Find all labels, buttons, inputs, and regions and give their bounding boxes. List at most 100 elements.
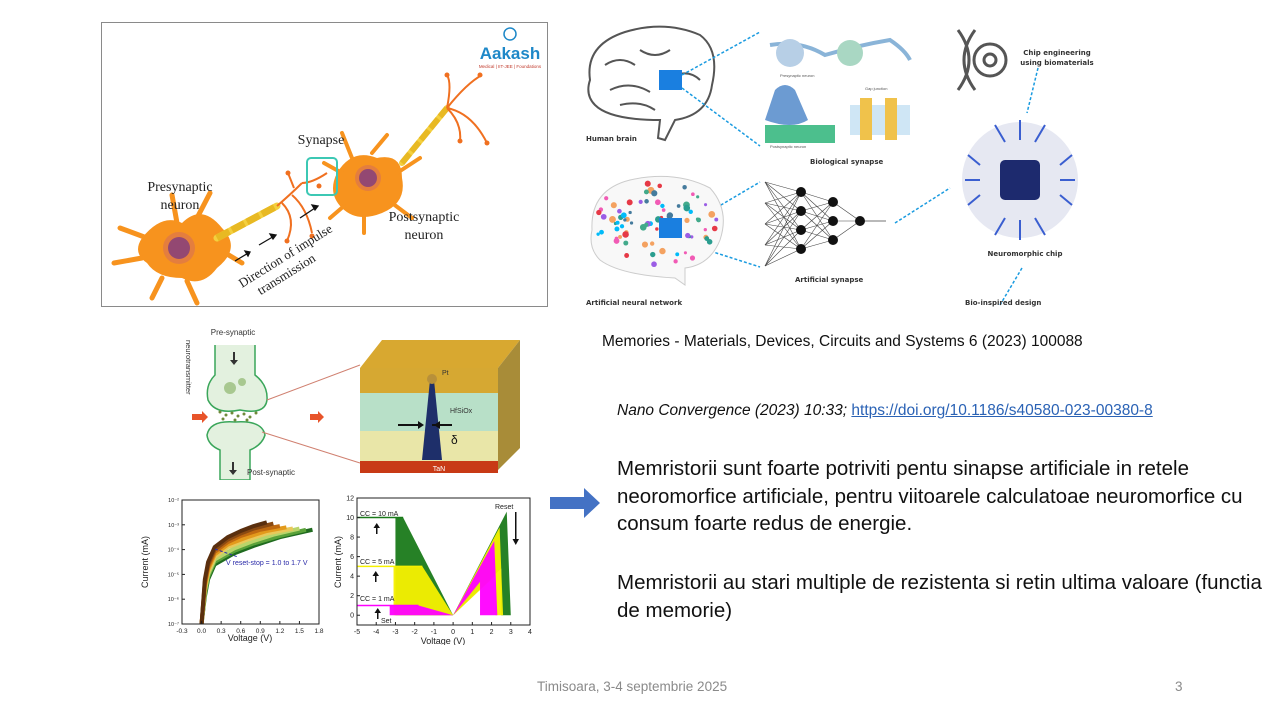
chart2-x-tick-label: 0: [451, 629, 455, 636]
dna-gear-icon: [956, 29, 1008, 91]
network-edge: [764, 210, 802, 267]
network-node: [650, 251, 656, 258]
chart1-x-tick-label: 1.2: [275, 628, 284, 635]
network-edge: [764, 202, 802, 212]
chart2-x-tick-label: -1: [431, 629, 437, 636]
chart1-x-tick-label: 1.8: [314, 628, 323, 635]
network-node: [704, 203, 708, 207]
chart1-x-tick-label: 1.5: [295, 628, 304, 635]
network-node: [626, 199, 633, 206]
chart1-x-tick-label: 0.3: [217, 628, 226, 635]
network-node: [685, 232, 691, 239]
chart1-annotation: V reset-stop = 1.0 to 1.7 V: [226, 560, 308, 567]
network-neuron: [828, 235, 838, 245]
network-edge: [764, 210, 802, 225]
chart2-x-tick-label: 3: [509, 629, 513, 636]
aakash-logo-icon: [503, 27, 517, 41]
network-node: [695, 217, 700, 221]
network-node: [666, 212, 674, 219]
chart2-y-tick-label: 0: [350, 613, 354, 620]
network-node: [682, 185, 687, 190]
human-brain-label: Human brain: [586, 135, 637, 143]
network-node: [629, 221, 634, 225]
tan-label: TaN: [433, 466, 445, 473]
network-neuron: [796, 225, 806, 235]
chart1-x-tick-label: 0.6: [236, 628, 245, 635]
tan-layer: [360, 461, 498, 473]
chart2-y-tick-label: 4: [350, 574, 354, 581]
network-edge: [764, 202, 802, 231]
paragraph-memristor-memory: Memristorii au stari multiple de reziste…: [617, 571, 1262, 622]
chart2-x-tick-label: 4: [528, 629, 532, 636]
network-node: [599, 229, 604, 235]
memories-reference: Memories - Materials, Devices, Circuits …: [602, 333, 1083, 350]
network-node: [617, 208, 622, 214]
biological-synapse-shape: [206, 345, 268, 480]
network-node: [628, 210, 632, 215]
filament-width-label: δ: [451, 433, 458, 447]
artificial-neural-network-label: Artificial neural network: [586, 299, 682, 307]
chip-engineering-label-line2: using biomaterials: [1020, 59, 1093, 67]
network-edge: [800, 201, 834, 250]
neuromorphic-overview-figure: Human brain Presynaptic neuron Postsynap…: [580, 20, 1100, 315]
post-synaptic-label: Post-synaptic: [247, 468, 295, 477]
network-edge: [764, 223, 802, 231]
network-neuron: [796, 206, 806, 216]
network-node: [703, 227, 707, 232]
artificial-synapse-network-illustration: [764, 181, 886, 267]
chart2-y-tick-label: 12: [346, 496, 354, 503]
network-edge: [764, 202, 802, 250]
input-arrow-icon: [192, 411, 208, 423]
neuron-diagram-figure: Aakash Medical | IIT-JEE | Foundations: [101, 22, 548, 307]
chart1-x-tick-label: 0.0: [197, 628, 206, 635]
chart2-annotation-cc5: CC = 5 mA: [360, 559, 395, 566]
network-node: [610, 202, 617, 209]
signal-direction-arrows: [229, 352, 238, 475]
network-node: [604, 196, 609, 201]
network-node: [619, 224, 625, 229]
network-node: [676, 204, 681, 208]
postsynaptic-label-line2: neuron: [405, 228, 444, 243]
impulse-direction-arrows: [234, 204, 320, 262]
synapse-highlight-box: [306, 157, 338, 196]
presynaptic-neuron-label: Presynaptic neuron: [780, 73, 814, 78]
chart2-y-tick-label: 8: [350, 535, 354, 542]
network-edge: [800, 191, 834, 203]
network-node: [704, 236, 710, 242]
network-node: [673, 259, 678, 264]
network-edge: [800, 220, 834, 250]
network-node: [614, 226, 620, 232]
network-node: [651, 261, 657, 268]
conclusion-arrow-icon: [550, 488, 600, 518]
network-node: [638, 199, 643, 204]
chart2-annotation-reset: Reset: [495, 504, 513, 511]
neuromorphic-chip-icon: [962, 120, 1078, 240]
conductive-filament: [422, 380, 442, 460]
chart2-x-tick-label: 1: [470, 629, 474, 636]
network-edge: [764, 181, 802, 212]
chart1-xlabel: Voltage (V): [228, 633, 273, 643]
network-node: [711, 225, 718, 232]
network-edge: [764, 244, 802, 250]
paragraph-memristor-suitability: Memristorii sunt foarte potriviti pentu …: [617, 457, 1243, 535]
artificial-synapse-label: Artificial synapse: [795, 276, 864, 284]
chart2-annotation-set: Set: [381, 618, 392, 625]
chart2-y-tick-label: 2: [350, 593, 354, 600]
network-node: [623, 218, 627, 222]
network-node: [689, 255, 696, 261]
chart2-reset-region: [453, 540, 498, 616]
doi-link[interactable]: https://doi.org/10.1186/s40580-023-00380…: [851, 402, 1153, 419]
neuromorphic-chip-label: Neuromorphic chip: [988, 250, 1063, 258]
chart1-y-tick-label: 10⁻⁵: [168, 571, 179, 578]
network-edge: [764, 181, 802, 250]
network-edge: [800, 239, 834, 250]
chart2-annotation-cc10: CC = 10 mA: [360, 511, 399, 518]
network-edge: [764, 191, 802, 204]
memristor-device-stack: Pt HfSiOx δ TaN: [360, 340, 520, 473]
biological-synapse-illustration: Presynaptic neuron Postsynaptic neuron G…: [765, 37, 912, 149]
neuron-diagram-svg: Aakash Medical | IIT-JEE | Foundations: [111, 27, 542, 306]
brain-region-highlight: [659, 70, 682, 90]
network-node: [696, 195, 700, 199]
